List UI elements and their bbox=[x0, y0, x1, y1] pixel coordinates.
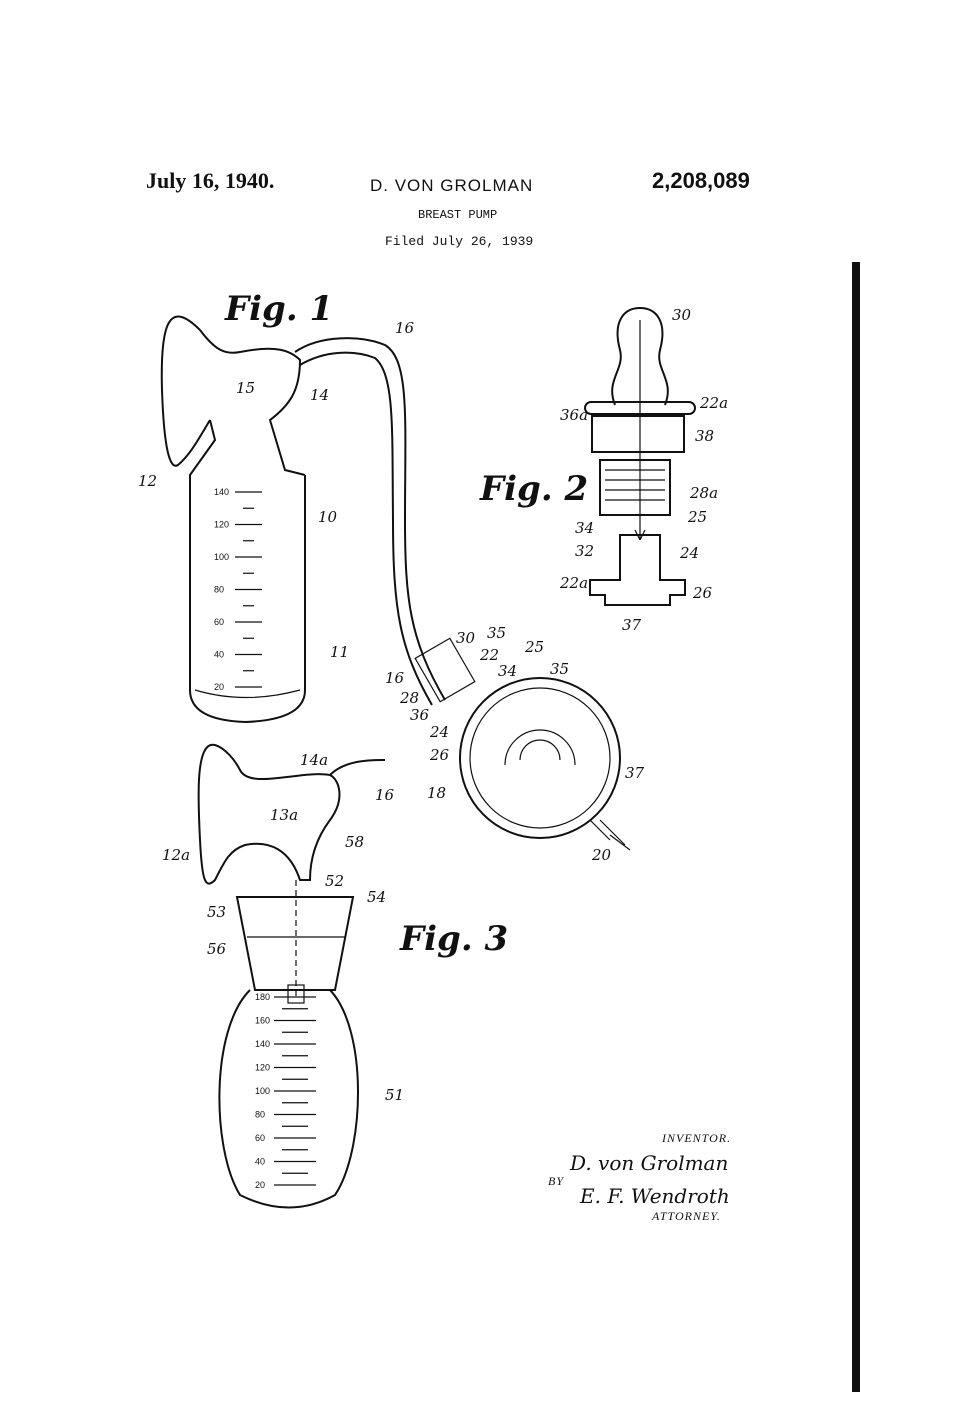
ref-label: 24 bbox=[679, 544, 699, 562]
ref-label: 54 bbox=[367, 888, 386, 906]
ref-label: 12a bbox=[162, 846, 190, 864]
ref-label: 36a bbox=[560, 406, 588, 424]
inventor-name: D. VON GROLMAN bbox=[370, 176, 534, 195]
graduation-label: 40 bbox=[214, 650, 224, 660]
ref-label: 16 bbox=[395, 319, 415, 337]
fig3-graduations: 180 160 140 120 100 80 60 40 20 bbox=[255, 992, 316, 1190]
ref-label: 56 bbox=[207, 940, 227, 958]
ref-label: 30 bbox=[456, 629, 476, 647]
graduation-label: 80 bbox=[214, 585, 224, 595]
ref-label: 11 bbox=[330, 643, 349, 661]
ref-label: 16 bbox=[375, 786, 395, 804]
ref-label: 37 bbox=[622, 616, 642, 634]
ref-label: 24 bbox=[429, 723, 449, 741]
fig2-title: Fig. 2 bbox=[479, 469, 588, 509]
graduation-label: 40 bbox=[255, 1157, 265, 1167]
graduation-label: 60 bbox=[214, 617, 224, 627]
cup-54 bbox=[235, 896, 355, 991]
breast-shield-12a bbox=[197, 743, 341, 885]
ref-label: 13a bbox=[270, 806, 298, 824]
graduation-label: 120 bbox=[255, 1063, 270, 1073]
fig1-title: Fig. 1 bbox=[224, 289, 333, 329]
ref-label: 14a bbox=[300, 751, 328, 769]
ref-label: 22a bbox=[699, 394, 728, 412]
nipple-30 bbox=[611, 306, 669, 406]
ref-label: 14 bbox=[310, 386, 329, 404]
ref-label: 12 bbox=[138, 472, 157, 490]
graduation-label: 100 bbox=[214, 552, 229, 562]
patent-number: 2,208,089 bbox=[652, 168, 750, 193]
inventor-caption: INVENTOR. bbox=[661, 1131, 731, 1145]
graduation-label: 120 bbox=[214, 520, 229, 530]
ref-label: 32 bbox=[575, 542, 594, 560]
patent-title: BREAST PUMP bbox=[418, 208, 498, 222]
ref-label: 28a bbox=[689, 484, 718, 502]
fig1-graduations: 140 120 100 80 60 40 20 bbox=[214, 487, 262, 692]
filed-date: Filed July 26, 1939 bbox=[385, 234, 534, 249]
graduation-label: 160 bbox=[255, 1016, 270, 1026]
ref-label: 25 bbox=[687, 508, 707, 526]
graduation-label: 20 bbox=[214, 682, 224, 692]
bottle-10 bbox=[189, 419, 306, 724]
reference-numerals: 16 15 14 12 10 11 30 35 22 25 34 35 16 2… bbox=[138, 306, 728, 1104]
attorney-signature: E. F. Wendroth bbox=[579, 1184, 730, 1208]
ref-label: 10 bbox=[318, 508, 338, 526]
ref-label: 53 bbox=[207, 903, 226, 921]
ref-label: 15 bbox=[236, 379, 255, 397]
figure-1: 140 120 100 80 60 40 20 Fig. 1 bbox=[160, 289, 631, 851]
ref-label: 30 bbox=[672, 306, 692, 324]
ref-label: 58 bbox=[345, 833, 364, 851]
ref-label: 26 bbox=[429, 746, 450, 764]
suction-bulb-18 bbox=[459, 677, 621, 839]
figure-3: 180 160 140 120 100 80 60 40 20 Fig. 3 bbox=[197, 743, 508, 1209]
ref-label: 22 bbox=[479, 646, 499, 664]
by-label: BY bbox=[548, 1174, 564, 1188]
ref-label: 25 bbox=[524, 638, 544, 656]
attorney-caption: ATTORNEY. bbox=[651, 1209, 721, 1223]
inventor-signature: D. von Grolman bbox=[569, 1151, 728, 1175]
ref-label: 36 bbox=[410, 706, 430, 724]
graduation-label: 20 bbox=[255, 1180, 265, 1190]
figure-2: Fig. 2 bbox=[479, 306, 696, 606]
graduation-label: 140 bbox=[255, 1039, 270, 1049]
graduation-label: 60 bbox=[255, 1133, 265, 1143]
ref-label: 22a bbox=[559, 574, 588, 592]
graduation-label: 100 bbox=[255, 1086, 270, 1096]
ref-label: 35 bbox=[487, 624, 506, 642]
ref-label: 37 bbox=[625, 764, 645, 782]
breast-shield-12 bbox=[160, 315, 211, 467]
ref-label: 52 bbox=[325, 872, 344, 890]
signature-block: INVENTOR. D. von Grolman BY E. F. Wendro… bbox=[548, 1131, 731, 1223]
graduation-label: 180 bbox=[255, 992, 270, 1002]
ref-label: 34 bbox=[498, 662, 517, 680]
ref-label: 26 bbox=[692, 584, 713, 602]
ref-label: 38 bbox=[695, 427, 714, 445]
patent-date: July 16, 1940. bbox=[146, 168, 275, 193]
graduation-label: 80 bbox=[255, 1110, 265, 1120]
ref-label: 18 bbox=[427, 784, 446, 802]
bottle-51 bbox=[218, 989, 359, 1209]
ref-label: 34 bbox=[575, 519, 594, 537]
ref-label: 16 bbox=[385, 669, 405, 687]
ref-label: 28 bbox=[399, 689, 419, 707]
ref-label: 35 bbox=[550, 660, 569, 678]
graduation-label: 140 bbox=[214, 487, 229, 497]
ref-label: 20 bbox=[591, 846, 612, 864]
scan-edge-bar bbox=[852, 262, 860, 1392]
fig3-title: Fig. 3 bbox=[399, 919, 508, 959]
ref-label: 51 bbox=[385, 1086, 404, 1104]
tube-16 bbox=[294, 337, 446, 701]
